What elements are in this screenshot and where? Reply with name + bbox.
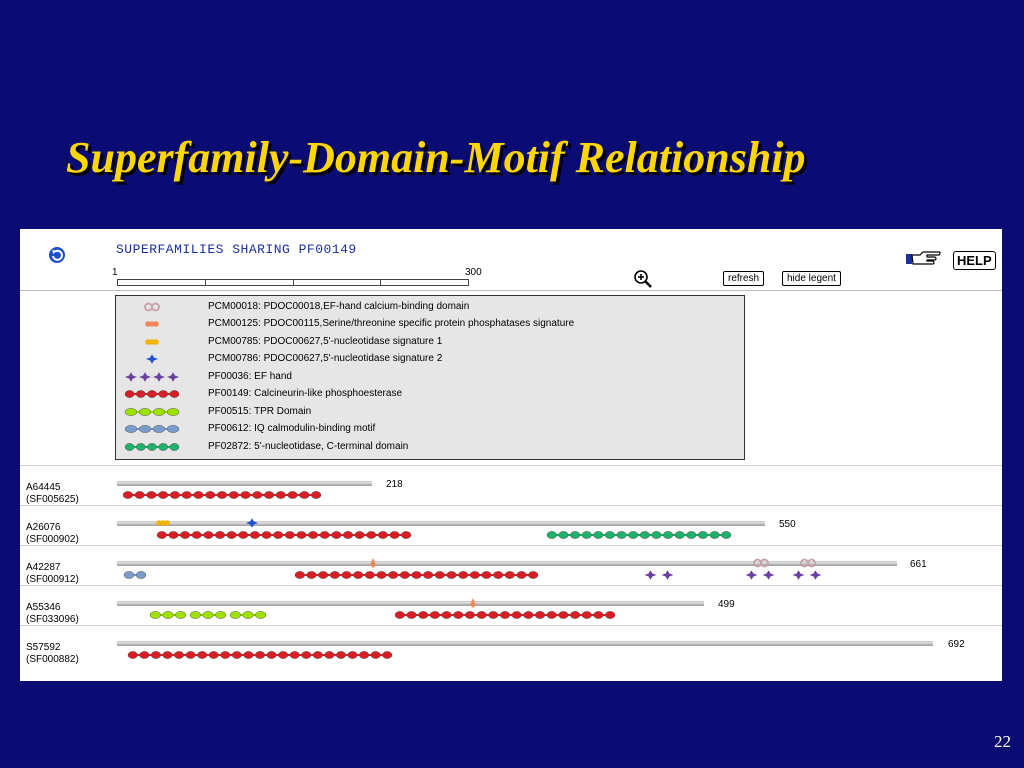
legend-item: PCM00786: PDOC00627,5'-nucleotidase sign…: [116, 351, 744, 368]
legend-icon-pf00149: [124, 390, 180, 398]
sequence-length: 499: [718, 599, 735, 610]
refresh-icon[interactable]: [48, 246, 66, 264]
row-divider: [20, 585, 1002, 586]
sequence-bar: [117, 561, 897, 566]
legend-icon-pcm00018: [144, 302, 160, 312]
pf02872-domain[interactable]: [546, 529, 732, 541]
pf00149-domain[interactable]: [394, 609, 616, 621]
legend-item: PF00515: TPR Domain: [116, 404, 744, 421]
scale-end-label: 300: [465, 267, 482, 278]
row-divider: [20, 545, 1002, 546]
pf00612-motif[interactable]: [123, 569, 147, 581]
pf00515-tpr-domain[interactable]: [149, 609, 187, 621]
row-divider: [20, 625, 1002, 626]
pcm00786-motif[interactable]: [244, 517, 260, 529]
scale-ruler: [117, 279, 469, 286]
panel-title: SUPERFAMILIES SHARING PF00149: [116, 242, 357, 257]
legend-label: PCM00018: PDOC00018,EF-hand calcium-bind…: [208, 301, 470, 312]
superfamily-viewer-panel: SUPERFAMILIES SHARING PF00149 1 300 refr…: [20, 229, 1002, 681]
pf00149-domain[interactable]: [294, 569, 539, 581]
legend-icon-pf00036: [125, 372, 179, 382]
pcm00018-motif[interactable]: [800, 557, 816, 569]
protein-row-a26076[interactable]: A26076(SF000902) 550: [20, 514, 1002, 554]
legend-icon-pf00515: [124, 408, 180, 416]
legend-item: PF00036: EF hand: [116, 369, 744, 386]
protein-id: A26076(SF000902): [26, 522, 79, 545]
protein-row-a64445[interactable]: A64445(SF005625) 218: [20, 474, 1002, 514]
legend-item: PCM00125: PDOC00115,Serine/threonine spe…: [116, 316, 744, 333]
pf00036-ef-hand[interactable]: [790, 569, 824, 581]
protein-row-a55346[interactable]: A55346(SF033096) 499: [20, 594, 1002, 634]
pf00149-domain[interactable]: [122, 489, 322, 501]
legend-label: PF02872: 5'-nucleotidase, C-terminal dom…: [208, 441, 409, 452]
pf00036-ef-hand[interactable]: [743, 569, 777, 581]
pcm00018-motif[interactable]: [753, 557, 769, 569]
pointing-hand-icon: [906, 251, 941, 265]
protein-id: A42287(SF000912): [26, 562, 79, 585]
protein-id: A55346(SF033096): [26, 602, 79, 625]
pf00036-ef-hand[interactable]: [642, 569, 676, 581]
sequence-length: 692: [948, 639, 965, 650]
pf00515-tpr-domain[interactable]: [229, 609, 267, 621]
pf00149-domain[interactable]: [156, 529, 412, 541]
legend-icon-pf02872: [124, 443, 180, 451]
header-divider: [20, 290, 1002, 291]
scale-start-label: 1: [112, 267, 118, 278]
pf00149-domain[interactable]: [127, 649, 393, 661]
legend-icon-pcm00125: [145, 321, 159, 327]
legend-label: PF00149: Calcineurin-like phosphoesteras…: [208, 388, 403, 399]
zoom-in-icon[interactable]: [633, 269, 653, 289]
pcm00125-motif[interactable]: [468, 597, 478, 609]
legend-icon-pcm00785: [145, 339, 159, 345]
legend-label: PF00036: EF hand: [208, 371, 292, 382]
legend-label: PF00612: IQ calmodulin-binding motif: [208, 423, 376, 434]
sequence-bar: [117, 601, 704, 606]
legend-label: PF00515: TPR Domain: [208, 406, 312, 417]
legend-item: PF02872: 5'-nucleotidase, C-terminal dom…: [116, 439, 744, 456]
legend-item: PF00612: IQ calmodulin-binding motif: [116, 421, 744, 438]
legend-item: PF00149: Calcineurin-like phosphoesteras…: [116, 386, 744, 403]
legend-label: PCM00125: PDOC00115,Serine/threonine spe…: [208, 318, 575, 329]
sequence-length: 661: [910, 559, 927, 570]
protein-row-a42287[interactable]: A42287(SF000912) 661: [20, 554, 1002, 594]
pf00515-tpr-domain[interactable]: [189, 609, 227, 621]
legend-icon-pcm00786: [146, 354, 158, 364]
pcm00785-motif[interactable]: [155, 517, 171, 529]
protein-row-s57592[interactable]: S57592(SF000882) 692: [20, 634, 1002, 674]
legend-icon-pf00612: [124, 425, 180, 433]
hide-legend-button[interactable]: hide legent: [782, 271, 841, 286]
sequence-length: 218: [386, 479, 403, 490]
legend-label: PCM00785: PDOC00627,5'-nucleotidase sign…: [208, 336, 443, 347]
row-divider: [20, 505, 1002, 506]
legend-item: PCM00018: PDOC00018,EF-hand calcium-bind…: [116, 299, 744, 316]
pcm00125-motif[interactable]: [368, 557, 378, 569]
protein-id: S57592(SF000882): [26, 642, 79, 665]
legend-item: PCM00785: PDOC00627,5'-nucleotidase sign…: [116, 334, 744, 351]
row-divider: [20, 465, 1002, 466]
sequence-length: 550: [779, 519, 796, 530]
help-button[interactable]: HELP: [953, 251, 996, 270]
slide-number: 22: [994, 732, 1011, 751]
legend-box: PCM00018: PDOC00018,EF-hand calcium-bind…: [115, 295, 745, 460]
protein-id: A64445(SF005625): [26, 482, 79, 505]
sequence-bar: [117, 481, 372, 486]
sequence-bar: [117, 641, 933, 646]
legend-label: PCM00786: PDOC00627,5'-nucleotidase sign…: [208, 353, 443, 364]
refresh-button[interactable]: refresh: [723, 271, 765, 286]
slide-title: Superfamily-Domain-Motif Relationship: [66, 133, 806, 182]
sequence-bar: [117, 521, 765, 526]
